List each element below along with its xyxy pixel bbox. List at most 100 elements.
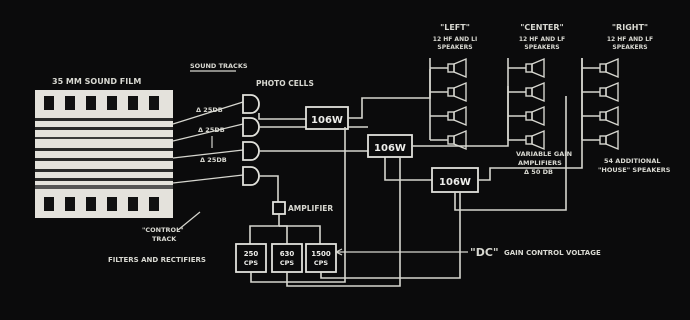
center-speakers-desc: 12 HF AND LF: [519, 36, 565, 43]
speaker-driver: [447, 135, 455, 145]
gain-label-3: Δ 25DB: [200, 156, 227, 164]
amp-label-1: 106W: [311, 115, 343, 126]
film-perforation: [86, 96, 96, 110]
amplifier-2: 106W: [367, 134, 413, 158]
wire-cell3-amp3: [259, 150, 432, 181]
dc-arrowhead: [335, 248, 343, 256]
amplifier-label: AMPLIFIER: [288, 204, 333, 213]
control-track-label: "CONTROL": [142, 226, 184, 234]
track-line-1: [172, 101, 244, 125]
gain-control-voltage-label: GAIN CONTROL VOLTAGE: [504, 249, 601, 257]
photo-cells: [242, 94, 260, 186]
speaker-group-left: [429, 57, 467, 151]
photo-cell-4: [242, 166, 260, 186]
film-perforation: [149, 197, 159, 211]
speaker-driver: [525, 111, 533, 121]
center-speakers-desc-2: SPEAKERS: [524, 44, 559, 51]
filter-2-line2: CPS: [280, 259, 295, 267]
variable-gain-label-2: AMPLIFIERS: [518, 159, 562, 167]
filter-3-line1: 1500: [311, 250, 331, 258]
left-speakers-desc: 12 HF AND LI: [433, 36, 477, 43]
left-speakers-desc-2: SPEAKERS: [437, 44, 472, 51]
speaker-horn: [531, 57, 545, 79]
wire-amp-filter1: [249, 214, 280, 244]
house-speakers-label-2: "HOUSE" SPEAKERS: [598, 166, 671, 174]
filter-1-line2: CPS: [244, 259, 259, 267]
filter-630: 630 CPS: [271, 243, 303, 273]
track-line-2: [172, 123, 244, 142]
filter-2-line1: 630: [280, 250, 295, 258]
speaker-groups: [429, 57, 619, 151]
film-perforation: [128, 197, 138, 211]
film-title: 35 MM SOUND FILM: [52, 77, 141, 86]
dc-line-amp1: [250, 127, 346, 283]
amplifier-3: 106W: [431, 167, 479, 193]
speaker-horn: [531, 105, 545, 127]
filter-1500: 1500 CPS: [305, 243, 337, 273]
control-track-label-2: TRACK: [152, 235, 177, 243]
control-amplifier: [272, 201, 286, 215]
speaker-driver: [599, 87, 607, 97]
speaker-horn: [605, 81, 619, 103]
track-line-3: [172, 149, 244, 159]
film-perforation: [44, 96, 54, 110]
photo-cell-2: [242, 117, 260, 137]
speaker-horn: [453, 57, 467, 79]
film-perforation: [65, 96, 75, 110]
speaker-driver: [525, 63, 533, 73]
speaker-driver: [599, 135, 607, 145]
speaker-driver: [599, 111, 607, 121]
sound-film-strip: [35, 90, 173, 218]
speaker-horn: [531, 129, 545, 151]
dc-label: "DC": [470, 246, 499, 259]
amplifier-1: 106W: [305, 106, 349, 130]
photo-cell-1: [242, 94, 260, 114]
speaker-group-right: [581, 57, 619, 151]
gain-label-2: Δ 25DB: [198, 126, 225, 134]
photo-cell-3: [242, 141, 260, 161]
variable-gain-label-3: Δ 50 DB: [524, 168, 553, 176]
speaker-driver: [525, 135, 533, 145]
speaker-driver: [447, 111, 455, 121]
variable-gain-label-1: VARIABLE GAIN: [516, 150, 572, 158]
film-perforations-bottom: [44, 197, 159, 211]
speaker-driver: [599, 63, 607, 73]
dc-line-amp3: [320, 192, 461, 279]
film-perforation: [128, 96, 138, 110]
control-track-pointer: [177, 211, 201, 231]
speaker-driver: [447, 63, 455, 73]
speaker-horn: [453, 105, 467, 127]
film-perforation: [107, 197, 117, 211]
speaker-horn: [453, 81, 467, 103]
speaker-horn: [605, 129, 619, 151]
right-speakers-title: "RIGHT": [612, 23, 648, 32]
filter-250: 250 CPS: [235, 243, 267, 273]
dc-line-amp2: [286, 157, 401, 287]
amp-label-3: 106W: [439, 177, 471, 188]
film-perforation: [65, 197, 75, 211]
center-speakers-title: "CENTER": [520, 23, 563, 32]
speaker-driver: [447, 87, 455, 97]
right-speakers-desc-2: SPEAKERS: [612, 44, 647, 51]
wire-amp1-left: [348, 69, 431, 119]
speaker-driver: [525, 87, 533, 97]
speaker-horn: [605, 57, 619, 79]
film-perforation: [149, 96, 159, 110]
speaker-horn: [531, 81, 545, 103]
film-perforation: [44, 197, 54, 211]
wire-amp-filter3: [279, 225, 321, 244]
film-perforation: [86, 197, 96, 211]
filter-3-line2: CPS: [314, 259, 329, 267]
filters-label: FILTERS AND RECTIFIERS: [108, 256, 206, 264]
film-perforation: [107, 96, 117, 110]
film-perforations-top: [44, 96, 159, 110]
speaker-group-center: [507, 57, 545, 151]
speaker-horn: [453, 129, 467, 151]
sound-tracks-label: SOUND TRACKS: [190, 62, 248, 70]
right-speakers-desc: 12 HF AND LF: [607, 36, 653, 43]
photo-cells-label: PHOTO CELLS: [256, 79, 314, 88]
left-speakers-title: "LEFT": [440, 23, 470, 32]
house-speakers-label-1: 54 ADDITIONAL: [604, 157, 661, 165]
